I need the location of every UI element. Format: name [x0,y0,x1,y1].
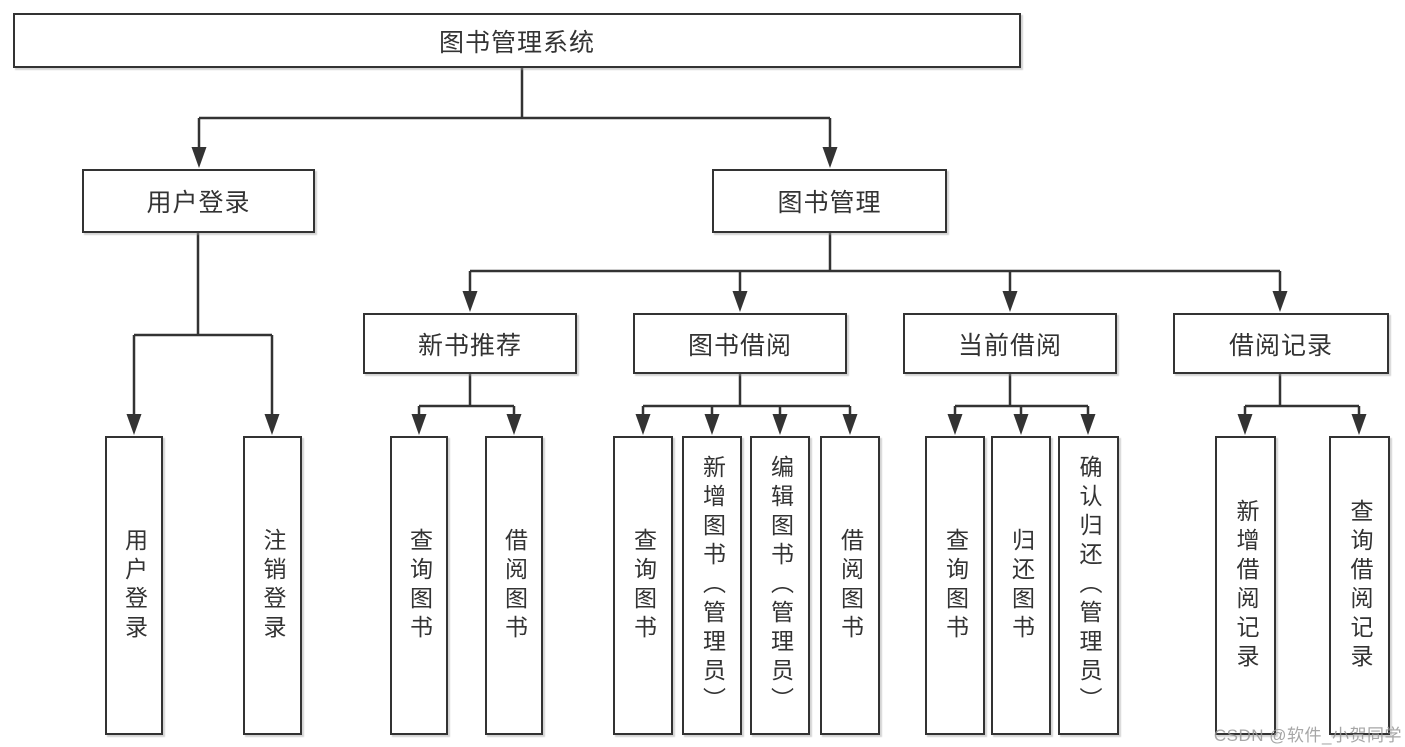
connector-current-to-leaves [953,374,1090,421]
node-label: 借阅记录 [1228,331,1333,360]
leaf-query-books-recommend: 查询图书 [390,436,448,735]
node-label: 归还图书 [1008,527,1035,644]
node-label: 查询图书 [942,527,969,644]
connector-borrow-to-leaves [641,374,852,421]
node-label: 新增图书（管理员） [699,455,726,716]
leaf-add-borrow-record: 新增借阅记录 [1215,436,1276,735]
leaf-borrow-book-recommend: 借阅图书 [485,436,543,735]
node-borrowing-records: 借阅记录 [1173,313,1389,374]
node-current-borrowing: 当前借阅 [903,313,1117,374]
node-user-login: 用户登录 [82,169,315,233]
node-label: 确认归还（管理员） [1076,455,1102,716]
connector-root-to-level2 [197,68,832,154]
arrowheads [126,147,1367,435]
node-library-system: 图书管理系统 [13,13,1021,68]
leaf-return-book: 归还图书 [991,436,1051,735]
node-book-borrowing: 图书借阅 [633,313,847,374]
leaf-user-login: 用户登录 [105,436,163,735]
node-label: 借阅图书 [501,527,528,644]
leaf-confirm-return-admin: 确认归还（管理员） [1058,436,1119,735]
node-label: 注销登录 [260,527,286,644]
node-label: 图书借阅 [687,331,792,360]
connector-mgmt-to-level3 [468,233,1282,298]
node-label: 当前借阅 [957,331,1062,360]
node-label: 图书管理 [777,189,882,217]
node-label: 查询图书 [406,527,433,644]
node-label: 新书推荐 [417,331,522,360]
leaf-query-books-borrowing: 查询图书 [613,436,673,735]
node-label: 用户登录 [121,527,148,644]
leaf-borrow-book: 借阅图书 [820,436,880,735]
leaf-logout: 注销登录 [243,436,302,735]
node-book-management: 图书管理 [712,169,947,233]
node-label: 用户登录 [146,189,251,217]
node-label: 查询借阅记录 [1347,498,1373,673]
leaf-query-borrow-record: 查询借阅记录 [1329,436,1390,735]
connector-recommend-to-leaves [417,374,516,421]
node-label: 新增借阅记录 [1233,498,1259,673]
leaf-add-book-admin: 新增图书（管理员） [682,436,742,735]
node-label: 编辑图书（管理员） [767,455,794,716]
node-label: 查询图书 [630,527,657,644]
connector-records-to-leaves [1243,374,1361,421]
csdn-watermark: CSDN @软件_小贺同学 [1213,726,1402,745]
node-label: 借阅图书 [837,527,864,644]
connector-login-to-leaves [132,233,274,421]
node-label: 图书管理系统 [438,28,595,57]
leaf-edit-book-admin: 编辑图书（管理员） [750,436,810,735]
leaf-query-books-current: 查询图书 [925,436,985,735]
node-new-book-recommendation: 新书推荐 [363,313,577,374]
